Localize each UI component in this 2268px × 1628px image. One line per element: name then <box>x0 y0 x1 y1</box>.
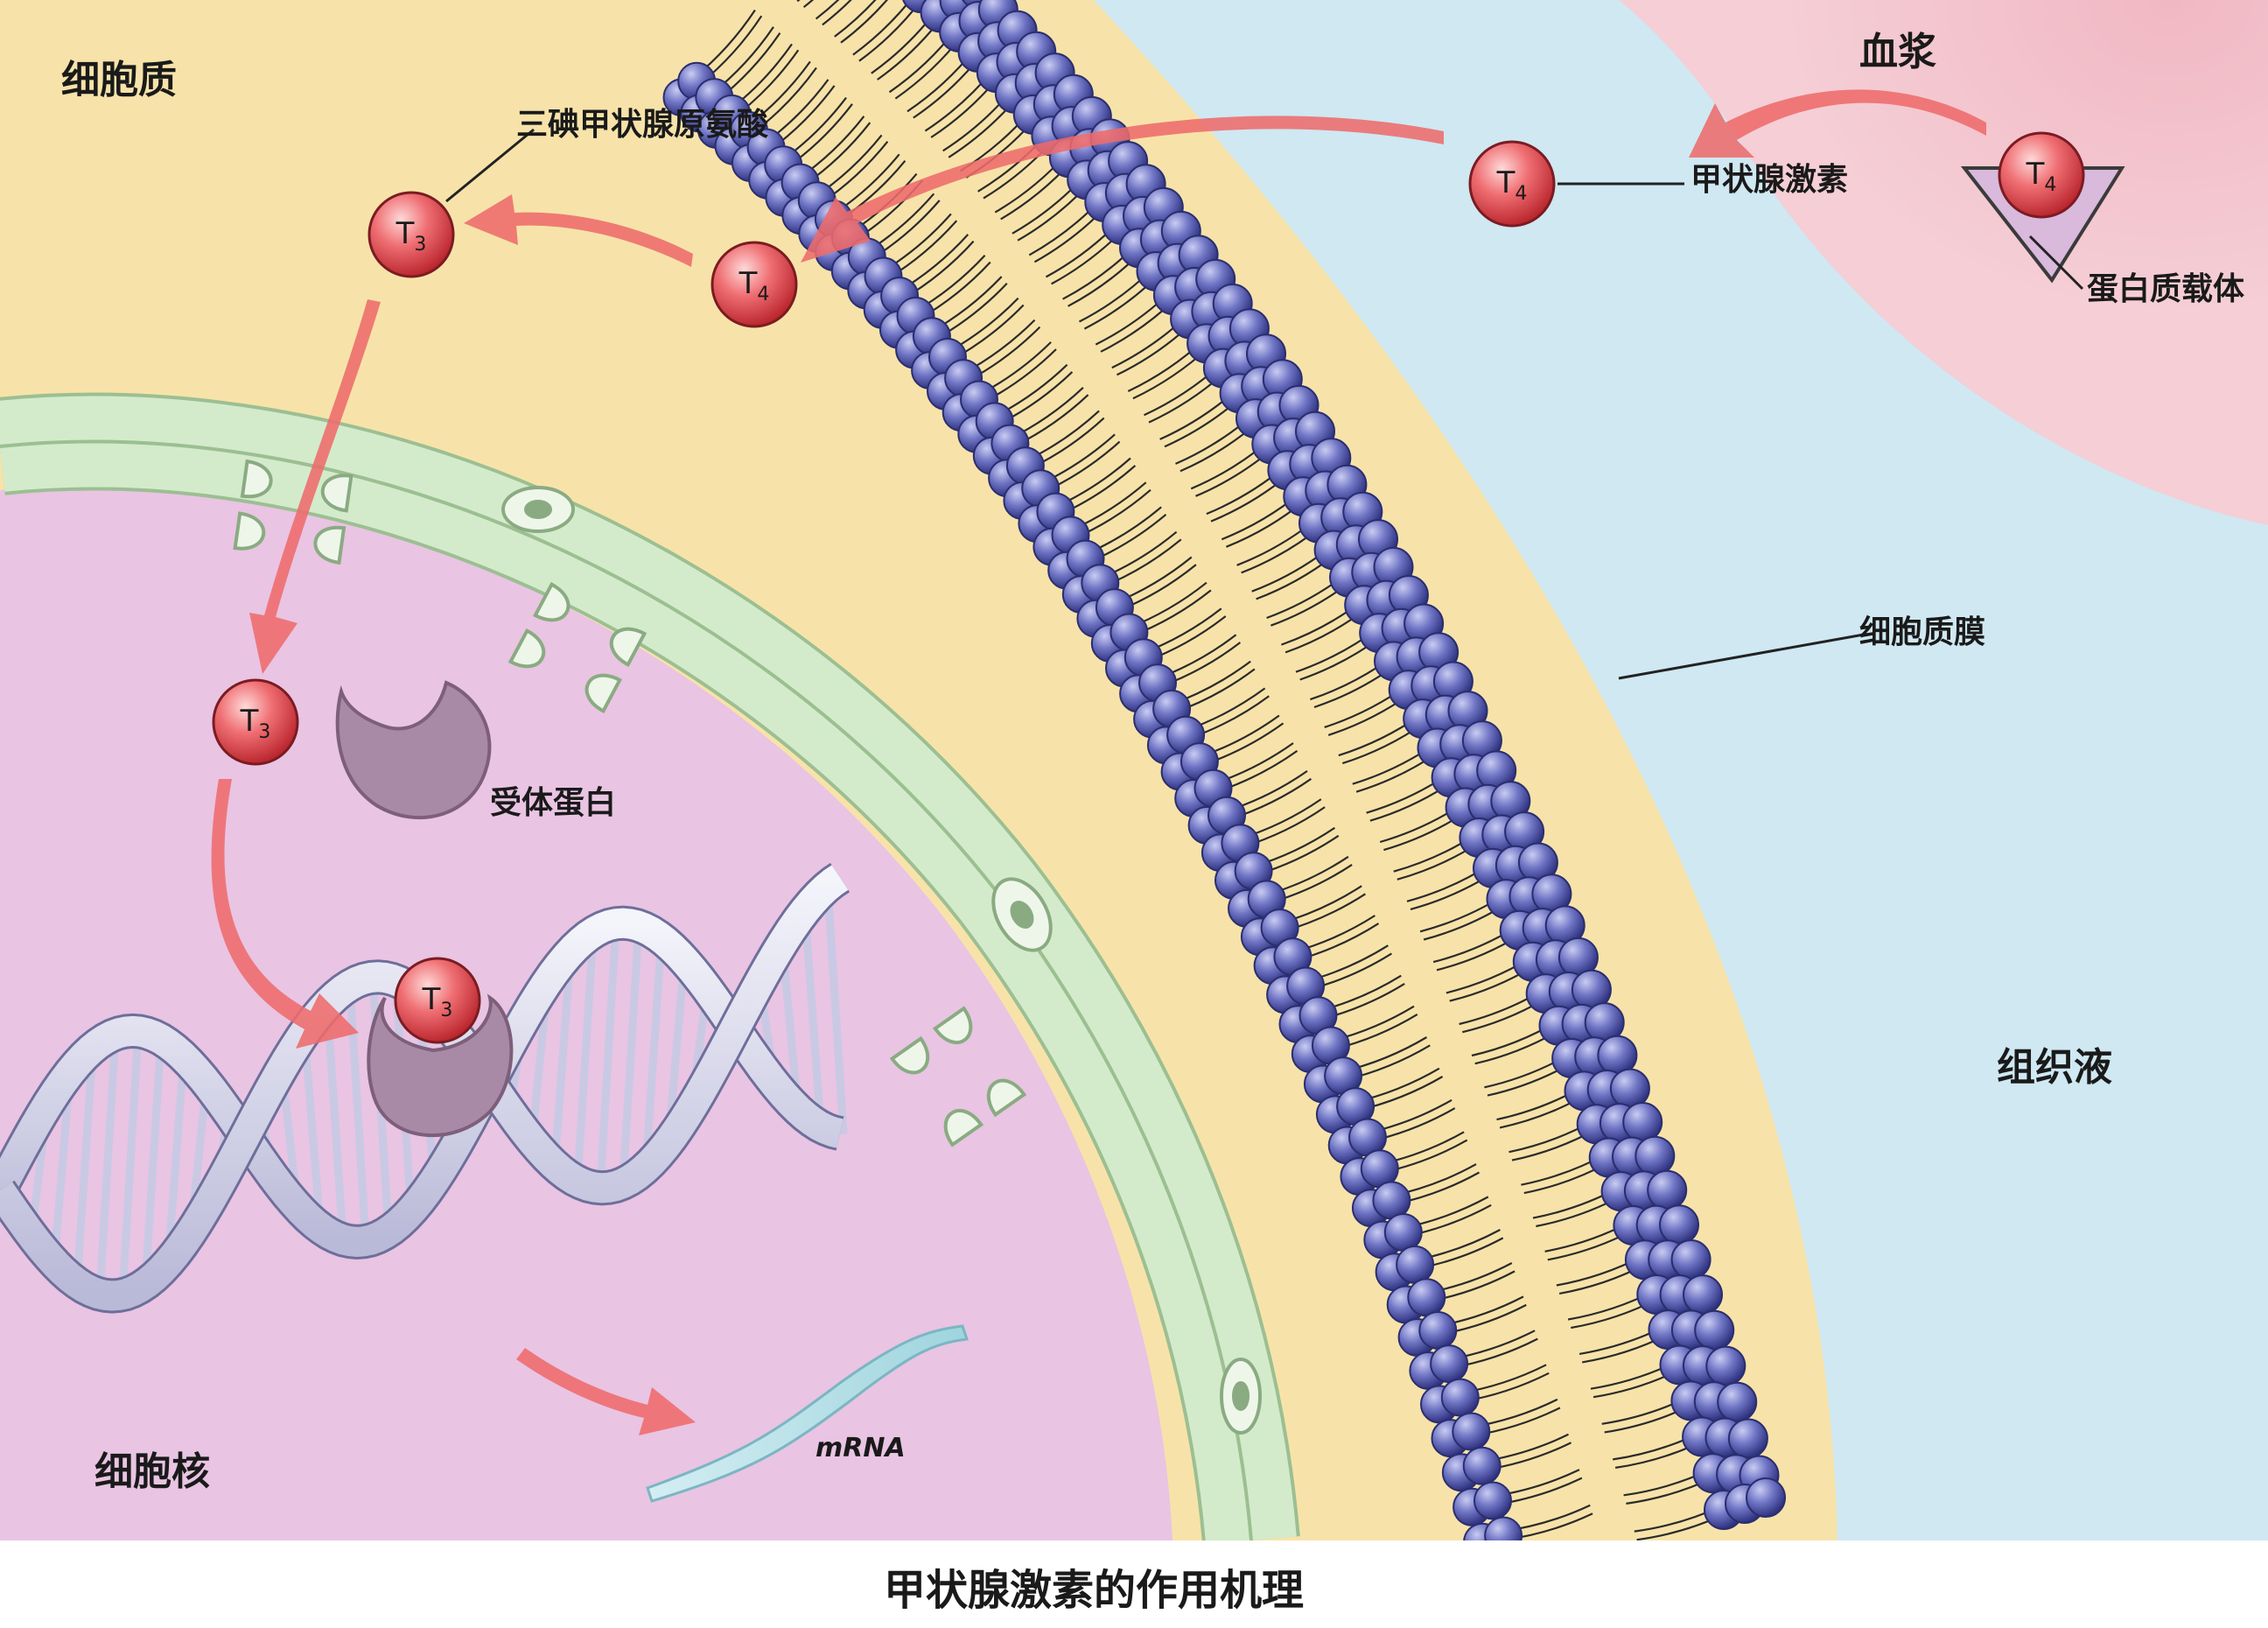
arrow-dna-to-mrna <box>516 1348 696 1435</box>
arrow-plasma-to-t4 <box>1689 89 1986 158</box>
arrow-t3-to-receptor <box>211 779 359 1049</box>
t3-bound-label: T3 <box>422 982 453 1021</box>
label-carrier-protein: 蛋白质载体 <box>2087 271 2245 307</box>
phospholipid-head <box>1659 1204 1699 1246</box>
label-receptor-protein: 受体蛋白 <box>490 785 617 821</box>
base-pair <box>300 1032 325 1229</box>
phospholipid-head <box>1746 1477 1786 1518</box>
base-pair <box>141 1039 165 1285</box>
base-pair <box>118 1031 143 1295</box>
base-pair <box>95 1034 120 1295</box>
phospholipid-head <box>1609 1068 1650 1109</box>
lipid-tail <box>834 0 877 38</box>
diagram-caption: 甲状腺激素的作用机理 <box>884 1566 1305 1615</box>
lipid-tail <box>822 0 852 26</box>
base-pair <box>801 909 825 1127</box>
base-pair <box>619 925 643 1184</box>
t3-cytoplasm-label: T3 <box>396 216 427 256</box>
phospholipid-head <box>1396 1245 1435 1284</box>
t4-in-carrier: T4 <box>1998 131 2085 219</box>
label-cell-membrane: 细胞质膜 <box>1859 614 1986 650</box>
phospholipid-head <box>1683 1274 1723 1316</box>
t3-pointer <box>445 128 535 203</box>
receptor-protein-bound <box>367 993 514 1138</box>
label-thyroxine: 甲状腺激素 <box>1690 162 1849 198</box>
carrier-protein-pointer <box>2028 235 2084 291</box>
phospholipid-head <box>1462 1446 1502 1485</box>
dna-strand-back <box>0 908 844 1257</box>
arrow-t4-to-t3 <box>464 194 693 267</box>
nuclear-pores <box>233 459 1262 1435</box>
lipid-tail <box>802 0 815 9</box>
arrow-t3-into-nucleus <box>249 299 381 674</box>
base-pair <box>573 932 598 1182</box>
lipid-tail <box>852 0 912 56</box>
base-pair <box>596 923 620 1189</box>
plasma-region <box>1619 0 2268 525</box>
cell-membrane-bilayer <box>662 0 1786 1596</box>
phospholipid-head <box>1474 1481 1512 1520</box>
pathway-arrows <box>211 89 1986 1435</box>
phospholipid-head <box>1634 1135 1676 1176</box>
t3-in-nucleus: T3 <box>212 678 299 766</box>
label-plasma: 血浆 <box>1859 30 1936 74</box>
dna-double-helix <box>0 862 850 1314</box>
phospholipid-head <box>1622 1102 1663 1142</box>
phospholipid-head <box>1430 1344 1469 1384</box>
phospholipid-head <box>1440 1378 1480 1417</box>
lipid-tail <box>840 0 889 44</box>
base-pair <box>164 1056 188 1264</box>
phospholipid-head <box>1407 1278 1446 1317</box>
base-pair <box>641 937 666 1168</box>
caption-band <box>0 1540 2268 1624</box>
t4-in-plasma: T4 <box>1468 140 1556 228</box>
t3-nucleus-label: T3 <box>240 704 271 743</box>
phospholipid-head <box>1727 1418 1768 1459</box>
t3-in-cytoplasm: T3 <box>368 191 455 278</box>
mrna-strand <box>646 1324 970 1503</box>
nuclear-envelope <box>0 392 1300 1545</box>
phospholipid-head <box>1670 1239 1712 1280</box>
t4-carrier-label: T4 <box>2026 157 2057 196</box>
label-nucleus: 细胞核 <box>94 1449 210 1494</box>
molecules: T4 T4 T4 T3 T3 T3 <box>212 131 2085 1044</box>
label-mrna: mRNA <box>816 1433 906 1463</box>
phospholipid-head <box>1452 1412 1491 1451</box>
t4-cytoplasm-label: T4 <box>738 266 770 305</box>
phospholipid-head <box>1705 1345 1746 1386</box>
base-pair <box>550 951 575 1166</box>
lipid-tail <box>815 0 840 20</box>
base-pair <box>73 1048 97 1284</box>
phospholipid-head <box>1694 1309 1735 1351</box>
label-triiodothyronine: 三碘甲状腺原氨酸 <box>516 107 769 143</box>
phospholipid-head <box>1383 1213 1423 1252</box>
label-tissue-fluid: 组织液 <box>1997 1045 2112 1090</box>
arrow-t4-into-cell <box>801 116 1444 263</box>
t3-bound-to-receptor: T3 <box>394 957 481 1044</box>
phospholipid-head <box>1717 1381 1758 1422</box>
phospholipid-head <box>1647 1169 1688 1210</box>
receptor-protein-free <box>335 680 492 819</box>
base-pair <box>323 1003 347 1240</box>
membrane-pointer <box>1618 633 1865 680</box>
phospholipid-head <box>1418 1311 1458 1350</box>
t4-plasma-label: T4 <box>1496 165 1528 205</box>
t4-in-cytoplasm: T4 <box>710 241 798 328</box>
label-cytoplasm: 细胞质 <box>61 58 177 102</box>
base-pair <box>823 886 848 1134</box>
